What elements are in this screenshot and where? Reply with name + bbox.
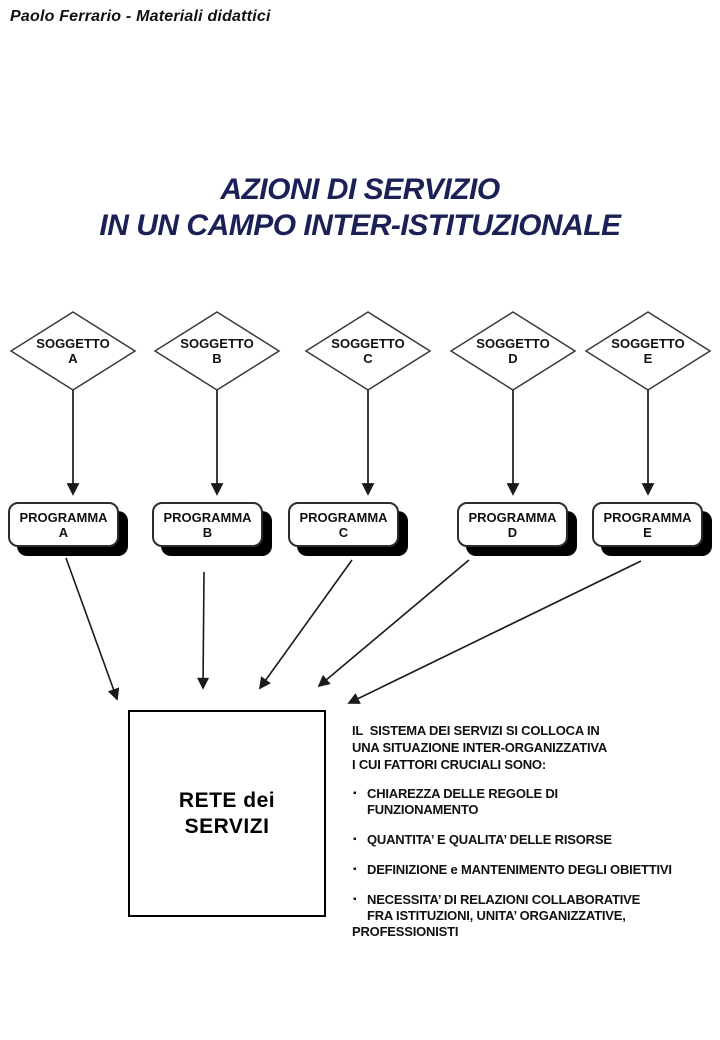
subject-name: SOGGETTO xyxy=(476,336,550,351)
subject-letter: C xyxy=(363,351,373,366)
subject-node-c: SOGGETTO C xyxy=(306,312,430,390)
arrow-program-b-network xyxy=(197,571,210,690)
subject-letter: D xyxy=(508,351,518,366)
program-name: PROGRAMMA xyxy=(19,509,108,525)
program-node-d: PROGRAMMA D xyxy=(457,502,568,547)
bullet-line: CHIAREZZA DELLE REGOLE DI xyxy=(367,786,558,801)
bullet-square-icon: ▪ xyxy=(353,894,357,905)
program-letter: D xyxy=(507,524,518,540)
bullet-item: ▪ NECESSITA’ DI RELAZIONI COLLABORATIVE … xyxy=(352,892,704,940)
network-line-1: RETE dei xyxy=(178,788,276,812)
bullet-line: PROFESSIONISTI xyxy=(352,924,459,939)
bullet-item: ▪ QUANTITA’ E QUALITA’ DELLE RISORSE xyxy=(352,832,704,848)
program-letter: B xyxy=(202,524,213,540)
program-letter: A xyxy=(58,524,69,540)
bullet-line: QUANTITA’ E QUALITA’ DELLE RISORSE xyxy=(367,832,612,847)
page-title-line-1: AZIONI DI SERVIZIO xyxy=(220,173,500,206)
program-letter: C xyxy=(338,524,349,540)
arrow-program-d-network xyxy=(317,559,470,688)
subject-node-e: SOGGETTO E xyxy=(586,312,710,390)
subject-name: SOGGETTO xyxy=(180,336,254,351)
bullet-line: DEFINIZIONE e MANTENIMENTO DEGLI OBIETTI… xyxy=(367,862,672,877)
bullet-line: NECESSITA’ DI RELAZIONI COLLABORATIVE xyxy=(367,892,641,907)
subject-node-d: SOGGETTO D xyxy=(451,312,575,390)
network-box: RETE dei SERVIZI xyxy=(128,710,326,917)
bullet-line: FUNZIONAMENTO xyxy=(367,802,479,817)
bullet-item: ▪ DEFINIZIONE e MANTENIMENTO DEGLI OBIET… xyxy=(352,862,704,878)
arrow-program-e-network xyxy=(347,560,642,704)
program-letter: E xyxy=(643,524,652,540)
subject-letter: B xyxy=(212,351,222,366)
bullet-square-icon: ▪ xyxy=(353,788,357,799)
program-name: PROGRAMMA xyxy=(603,509,692,525)
subject-name: SOGGETTO xyxy=(331,336,405,351)
program-node-c: PROGRAMMA C xyxy=(288,502,399,547)
program-name: PROGRAMMA xyxy=(299,509,388,525)
bullet-square-icon: ▪ xyxy=(353,834,357,845)
side-note-intro: IL SISTEMA DEI SERVIZI SI COLLOCA IN UNA… xyxy=(352,723,608,772)
bullet-line: FRA ISTITUZIONI, UNITA’ ORGANIZZATIVE, xyxy=(367,908,626,923)
subject-letter: E xyxy=(643,351,653,366)
program-node-a: PROGRAMMA A xyxy=(8,502,119,547)
program-name: PROGRAMMA xyxy=(468,509,557,525)
bullet-square-icon: ▪ xyxy=(353,864,357,875)
credit-line: Paolo Ferrario - Materiali didattici xyxy=(10,8,271,25)
arrow-program-a-network xyxy=(65,557,120,701)
program-node-e: PROGRAMMA E xyxy=(592,502,703,547)
arrow-program-c-network xyxy=(258,559,353,690)
side-note: IL SISTEMA DEI SERVIZI SI COLLOCA IN UNA… xyxy=(352,722,704,954)
program-node-b: PROGRAMMA B xyxy=(152,502,263,547)
subject-name: SOGGETTO xyxy=(36,336,110,351)
subject-letter: A xyxy=(68,351,78,366)
subject-node-b: SOGGETTO B xyxy=(155,312,279,390)
page-title-line-2: IN UN CAMPO INTER-ISTITUZIONALE xyxy=(99,209,621,242)
network-line-2: SERVIZI xyxy=(184,814,270,838)
bullet-item: ▪ CHIAREZZA DELLE REGOLE DI FUNZIONAMENT… xyxy=(352,786,704,818)
program-name: PROGRAMMA xyxy=(163,509,252,525)
subject-node-a: SOGGETTO A xyxy=(11,312,135,390)
subject-name: SOGGETTO xyxy=(611,336,685,351)
page-title: AZIONI DI SERVIZIO IN UN CAMPO INTER-IST… xyxy=(0,172,720,244)
